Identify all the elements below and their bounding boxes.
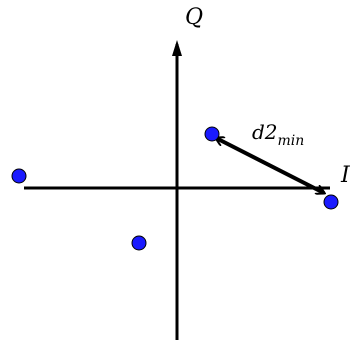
vertical-axis-label: Q [185, 5, 203, 30]
vertical-axis-arrowhead-icon [172, 40, 182, 56]
distance-label-subscript: min [278, 133, 305, 149]
distance-label-main: d2 [252, 120, 278, 144]
point-top-right [204, 126, 220, 142]
point-right-on-axis [323, 194, 339, 210]
distance-arrow [216, 138, 324, 193]
horizontal-axis-label: I [340, 163, 350, 188]
point-left-on-axis [11, 168, 27, 184]
distance-label: d2min [252, 120, 304, 149]
point-bottom-left [131, 235, 147, 251]
